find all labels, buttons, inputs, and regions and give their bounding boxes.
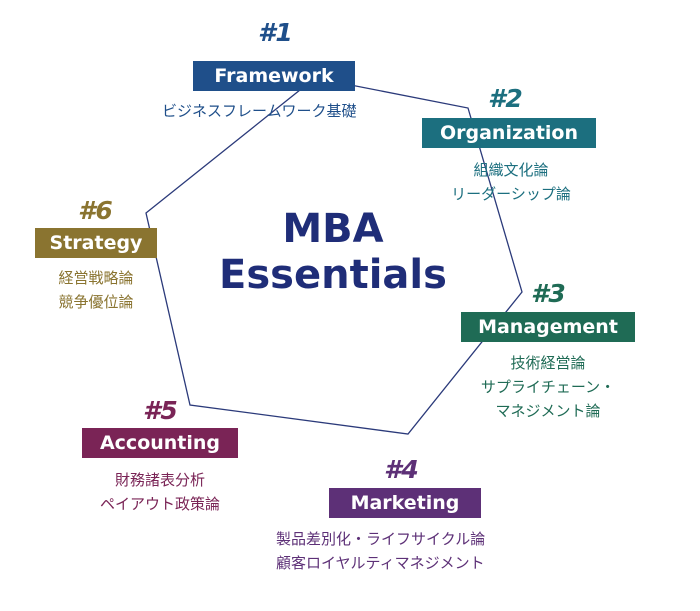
framework-description: ビジネスフレームワーク基礎 [162,99,357,123]
accounting-description-line: ペイアウト政策論 [99,495,220,513]
framework-number: #1 [258,18,293,47]
management-description-line: マネジメント論 [495,402,601,420]
marketing-description-line: 製品差別化・ライフサイクル論 [276,530,486,548]
strategy-description-line: 経営戦略論 [58,269,134,287]
hexagon-outline [145,77,523,435]
strategy-description: 経営戦略論 競争優位論 [35,266,157,314]
center-title-line1: MBA [282,206,384,252]
strategy-title-box: Strategy [35,228,157,258]
marketing-title-box: Marketing [329,488,481,518]
marketing-description: 製品差別化・ライフサイクル論 顧客ロイヤルティマネジメント [276,527,485,575]
strategy-description-line: 競争優位論 [58,293,134,311]
marketing-description-line: 顧客ロイヤルティマネジメント [276,554,485,572]
accounting-number: #5 [143,396,178,425]
organization-number: #2 [488,84,523,113]
organization-title-box: Organization [422,118,596,148]
accounting-description: 財務諸表分析 ペイアウト政策論 [82,468,238,516]
management-description-line: 技術経営論 [510,354,586,372]
strategy-number: #6 [78,196,113,225]
framework-description-line: ビジネスフレームワーク基礎 [162,102,357,120]
organization-description-line: リーダーシップ論 [451,185,571,203]
marketing-number: #4 [384,455,419,484]
organization-description: 組織文化論 リーダーシップ論 [436,158,586,206]
accounting-title-box: Accounting [82,428,238,458]
management-description-line: サプライチェーン・ [480,378,616,396]
organization-description-line: 組織文化論 [473,161,549,179]
management-description: 技術経営論 サプライチェーン・ マネジメント論 [468,351,628,423]
management-number: #3 [531,279,566,308]
framework-title-box: Framework [193,61,355,91]
management-title-box: Management [461,312,635,342]
center-title: MBA Essentials [218,206,448,298]
accounting-description-line: 財務諸表分析 [114,471,205,489]
center-title-line2: Essentials [219,252,447,298]
